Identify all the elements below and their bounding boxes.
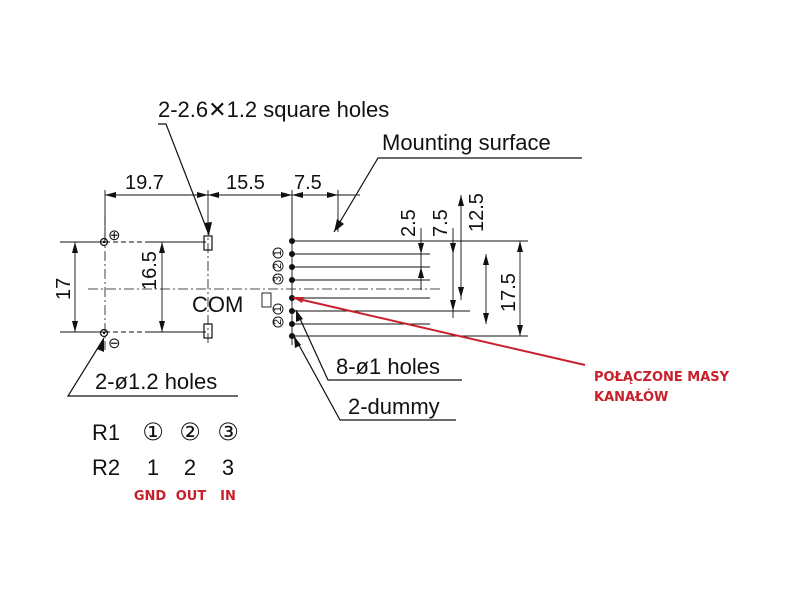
mount-hole-top [99, 237, 109, 247]
mounting-surface-leader [333, 157, 582, 233]
dummy-label: 2-dummy [348, 394, 440, 419]
function-out: OUT [176, 489, 207, 504]
dim-17: 17 [53, 278, 75, 300]
dim-17-5: 17.5 [498, 273, 520, 312]
row-r1-name: R1 [92, 420, 120, 445]
svg-text:2: 2 [272, 319, 284, 325]
dim-19-7: 19.7 [125, 172, 164, 194]
square-hole-bottom [203, 323, 213, 339]
pin-labels-top: 1 2 3 [272, 247, 284, 285]
annotation-line-2: KANAŁÓW [594, 389, 668, 405]
svg-text:1: 1 [272, 250, 284, 256]
com-label: COM [192, 292, 243, 317]
holes-8-label: 8-ø1 holes [336, 354, 440, 379]
row-r1-cell-2: ② [179, 418, 201, 446]
dim-16-5: 16.5 [139, 251, 161, 290]
mounting-surface-label: Mounting surface [382, 130, 551, 155]
row-r2-cell-1: 1 [147, 455, 159, 480]
pin-extension-lines [292, 240, 528, 337]
square-holes-label: 2-2.6✕1.2 square holes [158, 97, 389, 122]
row-r2-cell-2: 2 [184, 455, 196, 480]
dim-15-5: 15.5 [226, 172, 265, 194]
com-bracket [261, 292, 272, 308]
ground-connection-arrow [292, 297, 586, 366]
minus-symbol: ⊖ [108, 335, 121, 352]
square-hole-top [203, 235, 213, 251]
svg-text:1: 1 [272, 306, 284, 312]
square-holes-leader [158, 123, 212, 236]
svg-text:3: 3 [272, 276, 284, 282]
function-in: IN [220, 489, 236, 504]
dummy-leader [293, 335, 456, 421]
dim-12-5-line [458, 195, 464, 300]
mount-hole-bottom [99, 328, 109, 338]
annotation-line-1: POŁĄCZONE MASY [594, 370, 730, 385]
dim-7-5-top: 7.5 [294, 172, 322, 194]
row-r2-name: R2 [92, 455, 120, 480]
dim-7-5-vert-line [450, 228, 456, 318]
dim-17-line [60, 241, 104, 333]
dim-12-5: 12.5 [466, 193, 488, 232]
dim-2-5: 2.5 [398, 209, 420, 237]
pin-labels-bottom: 1 2 [272, 303, 284, 328]
row-r1-cell-3: ③ [217, 418, 239, 446]
row-r2-cell-3: 3 [222, 455, 234, 480]
function-gnd: GND [134, 489, 167, 504]
holes-12-leader [66, 337, 238, 397]
top-dimension-chain [104, 190, 360, 240]
holes-12-label: 2-ø1.2 holes [95, 369, 217, 394]
row-r1-cell-1: ① [142, 418, 164, 446]
holes-8-leader [295, 309, 462, 381]
dim-7-5-vertical: 7.5 [430, 209, 452, 237]
plus-symbol: ⊕ [108, 227, 121, 244]
dim-2-5-line [418, 228, 424, 290]
dim-17-5-line [483, 241, 523, 336]
svg-text:2: 2 [272, 263, 284, 269]
